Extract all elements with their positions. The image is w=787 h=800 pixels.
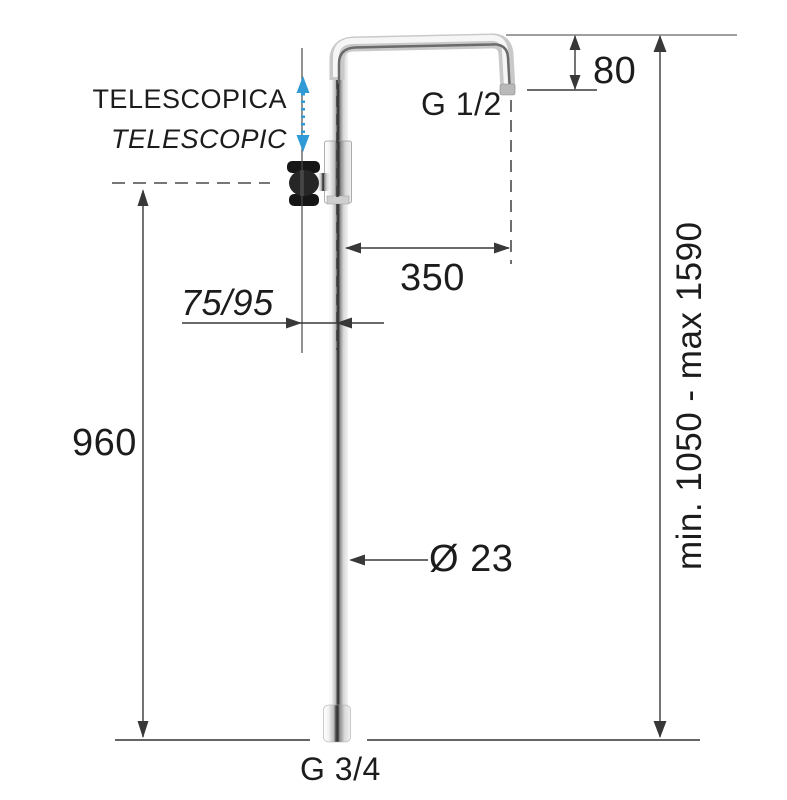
dim-column-height [137, 189, 149, 738]
telescopic-title-block: TELESCOPICA TELESCOPIC [88, 84, 287, 155]
dim-column-height-value: 960 [72, 422, 137, 464]
sleeve-joint-band [326, 195, 350, 205]
wall-supply-valve [287, 161, 330, 206]
bottom-thread-label: G 3/4 [300, 751, 381, 787]
diameter-value: Ø 23 [429, 538, 514, 580]
dim-overall-height-value: min. 1050 - max 1590 [670, 221, 709, 570]
shower-arm [329, 33, 516, 96]
dim-arm-drop-value: 80 [593, 50, 637, 92]
arm-outlet-nub [499, 83, 516, 96]
telescopica-label: TELESCOPICA [92, 84, 287, 114]
dim-arm-reach-value: 350 [400, 257, 465, 299]
telescopic-range-arrow [296, 76, 310, 152]
dim-overall-height [653, 35, 667, 738]
top-thread-label: G 1/2 [421, 86, 502, 122]
telescopic-label: TELESCOPIC [110, 124, 287, 154]
column-foot [323, 704, 351, 743]
riser-column-pipe [328, 52, 348, 742]
dim-wall-offset-value: 75/95 [181, 282, 274, 323]
dim-wall-offset [182, 317, 384, 329]
diameter-leader [349, 554, 428, 566]
dim-arm-reach [345, 242, 510, 254]
dim-arm-drop [527, 35, 597, 91]
